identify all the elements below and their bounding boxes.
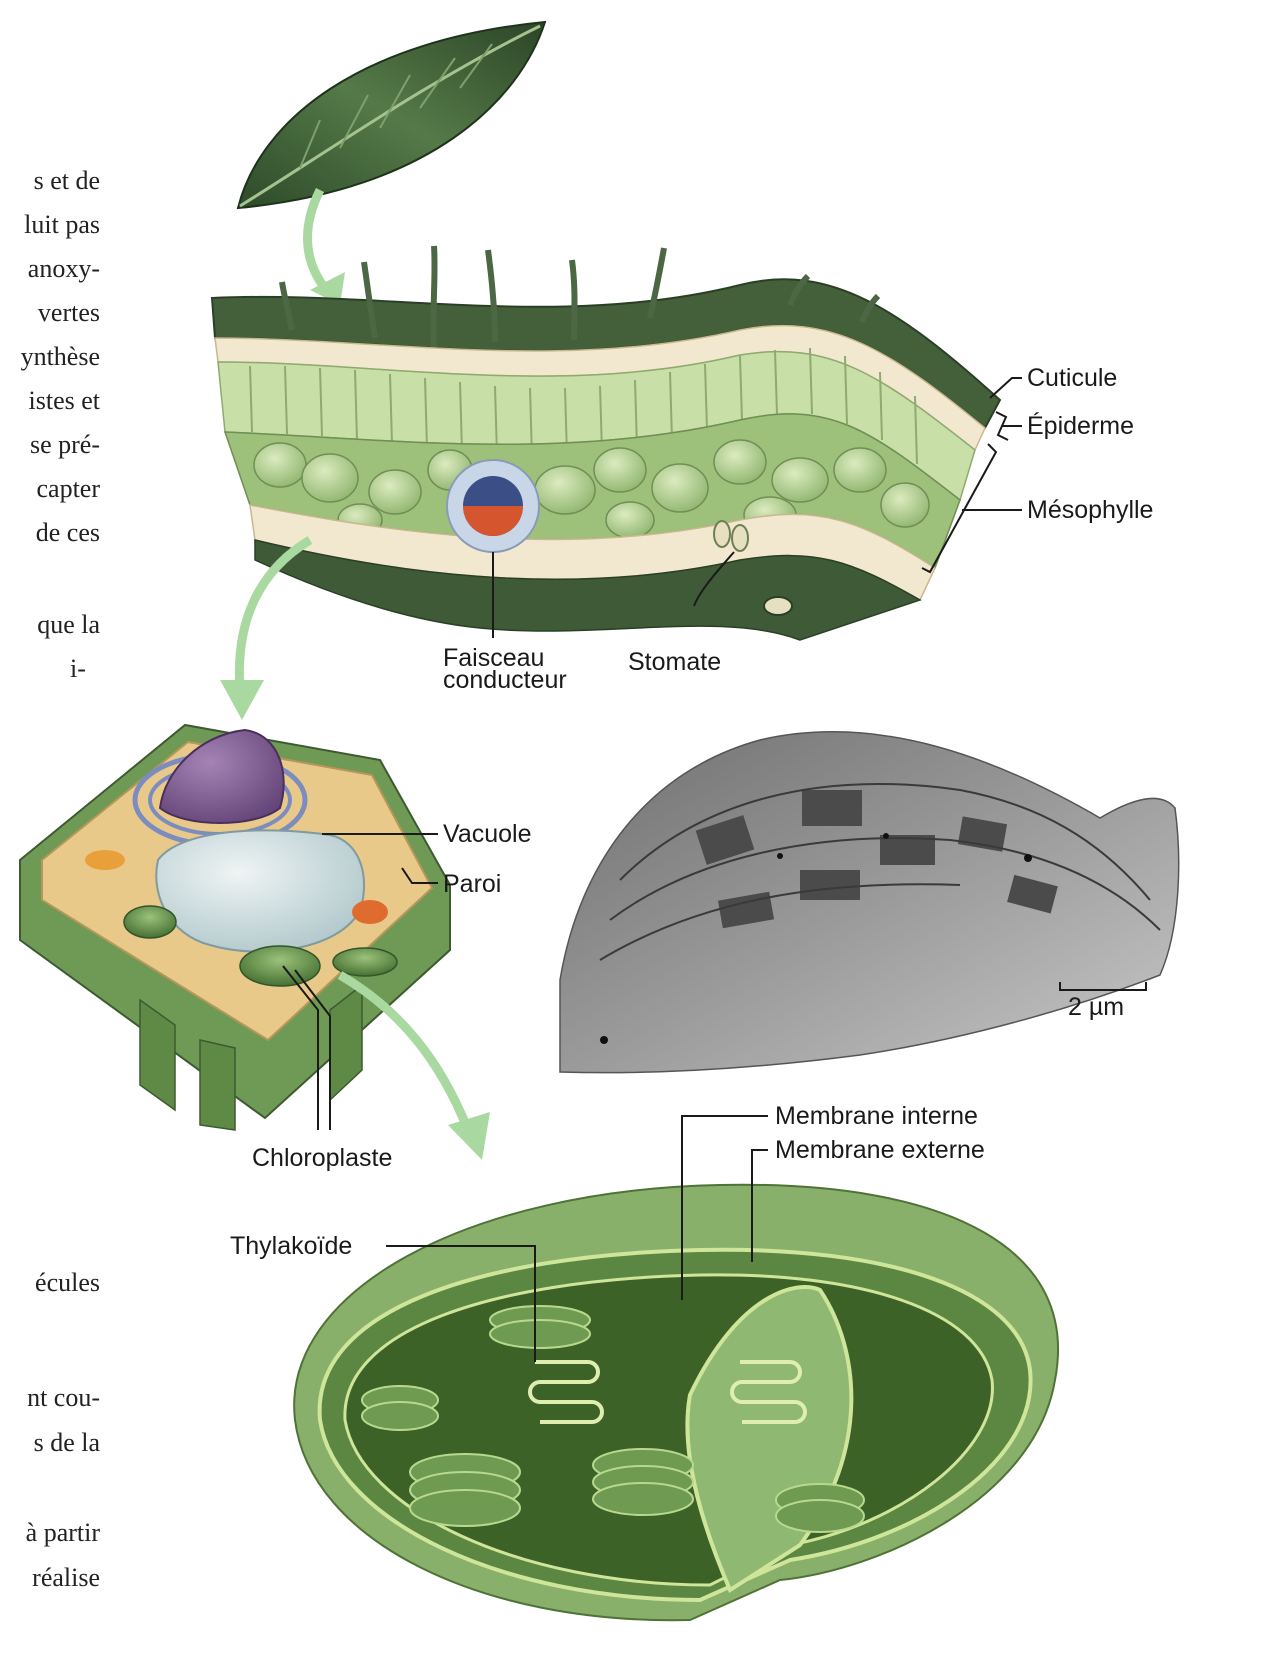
label-epiderme: Épiderme <box>1027 414 1134 439</box>
chloroplast-illustration <box>294 1185 1058 1620</box>
label-faisceau-conducteur: Faisceau conducteur <box>443 647 567 691</box>
label-mesophylle: Mésophylle <box>1027 498 1153 523</box>
label-cuticule: Cuticule <box>1027 366 1117 391</box>
vascular-bundle <box>447 460 539 552</box>
electron-micrograph <box>560 732 1179 1073</box>
plant-cell-illustration <box>20 725 450 1130</box>
label-faisceau-line2: conducteur <box>443 669 567 691</box>
arrow-leaf-to-section <box>308 190 345 305</box>
leaf-illustration <box>238 22 545 208</box>
label-thylakoide: Thylakoïde <box>230 1234 352 1259</box>
label-stomate: Stomate <box>628 650 721 675</box>
leaf-cross-section <box>212 246 1000 640</box>
label-paroi: Paroi <box>443 872 501 897</box>
label-membrane-interne: Membrane interne <box>775 1104 978 1129</box>
label-membrane-externe: Membrane externe <box>775 1138 985 1163</box>
label-scale-bar: 2 µm <box>1068 995 1124 1020</box>
label-vacuole: Vacuole <box>443 822 532 847</box>
label-chloroplaste: Chloroplaste <box>252 1146 392 1171</box>
